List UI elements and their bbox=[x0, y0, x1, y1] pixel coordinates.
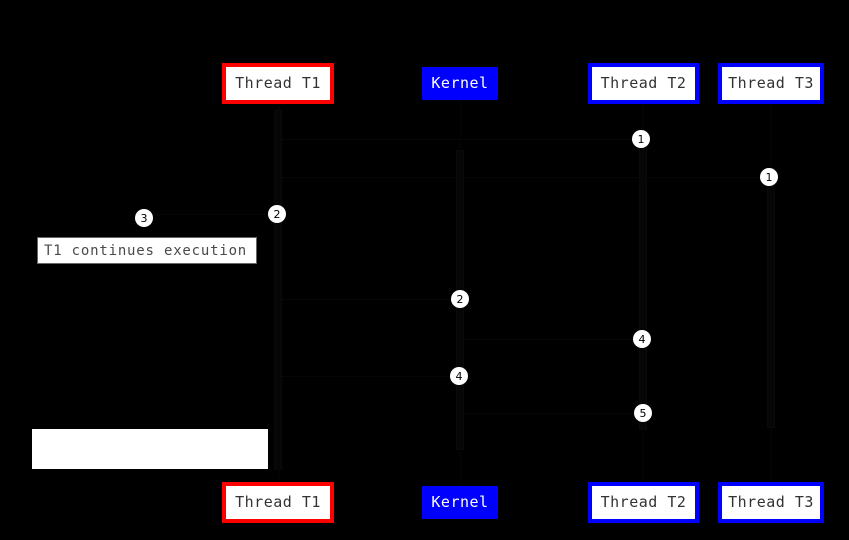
note-text: T1 continues execution bbox=[44, 242, 248, 259]
participant-top-thread-t2[interactable]: Thread T2 bbox=[588, 63, 699, 104]
participant-label: Thread T3 bbox=[728, 493, 814, 511]
participant-bottom-thread-t3[interactable]: Thread T3 bbox=[718, 482, 824, 523]
message-arrow-2 bbox=[282, 177, 767, 178]
participant-bottom-kernel[interactable]: Kernel bbox=[422, 486, 498, 519]
step-marker-4-t2[interactable]: 4 bbox=[633, 330, 651, 348]
participant-label: Thread T1 bbox=[235, 493, 321, 511]
participant-label: Kernel bbox=[431, 493, 489, 511]
step-marker-2-kernel[interactable]: 2 bbox=[451, 290, 469, 308]
activation-bar-thread-t1 bbox=[274, 110, 282, 470]
step-number: 2 bbox=[273, 207, 281, 221]
message-arrow-6 bbox=[282, 376, 456, 377]
participant-bottom-thread-t2[interactable]: Thread T2 bbox=[588, 482, 699, 523]
step-number: 5 bbox=[639, 406, 647, 420]
participant-label: Thread T3 bbox=[728, 74, 814, 92]
step-marker-4-kernel[interactable]: 4 bbox=[450, 367, 468, 385]
step-number: 4 bbox=[455, 369, 463, 383]
participant-top-thread-t3[interactable]: Thread T3 bbox=[718, 63, 824, 104]
step-marker-5-t2[interactable]: 5 bbox=[634, 404, 652, 422]
message-arrow-3 bbox=[150, 214, 274, 215]
note-t1-continues-execution: T1 continues execution bbox=[37, 237, 257, 264]
step-marker-3-t1[interactable]: 3 bbox=[135, 209, 153, 227]
participant-top-thread-t1[interactable]: Thread T1 bbox=[222, 63, 334, 104]
step-number: 3 bbox=[140, 211, 148, 225]
activation-bar-thread-t3 bbox=[767, 168, 775, 428]
step-marker-1-t3[interactable]: 1 bbox=[760, 168, 778, 186]
step-marker-2-t1[interactable]: 2 bbox=[268, 205, 286, 223]
step-marker-1-t2[interactable]: 1 bbox=[632, 130, 650, 148]
participant-label: Thread T2 bbox=[600, 74, 687, 92]
step-number: 2 bbox=[456, 292, 464, 306]
participant-bottom-thread-t1[interactable]: Thread T1 bbox=[222, 482, 334, 523]
activation-bar-thread-t2 bbox=[639, 130, 647, 430]
message-arrow-1 bbox=[282, 139, 639, 140]
note-blank-panel bbox=[32, 429, 268, 469]
step-number: 4 bbox=[638, 332, 646, 346]
message-arrow-4 bbox=[282, 299, 456, 300]
participant-label: Thread T1 bbox=[235, 74, 321, 92]
participant-top-kernel[interactable]: Kernel bbox=[422, 67, 498, 100]
step-number: 1 bbox=[765, 170, 773, 184]
step-number: 1 bbox=[637, 132, 645, 146]
message-arrow-5 bbox=[464, 339, 639, 340]
participant-label: Thread T2 bbox=[600, 493, 687, 511]
participant-label: Kernel bbox=[431, 74, 489, 92]
message-arrow-7 bbox=[464, 413, 639, 414]
